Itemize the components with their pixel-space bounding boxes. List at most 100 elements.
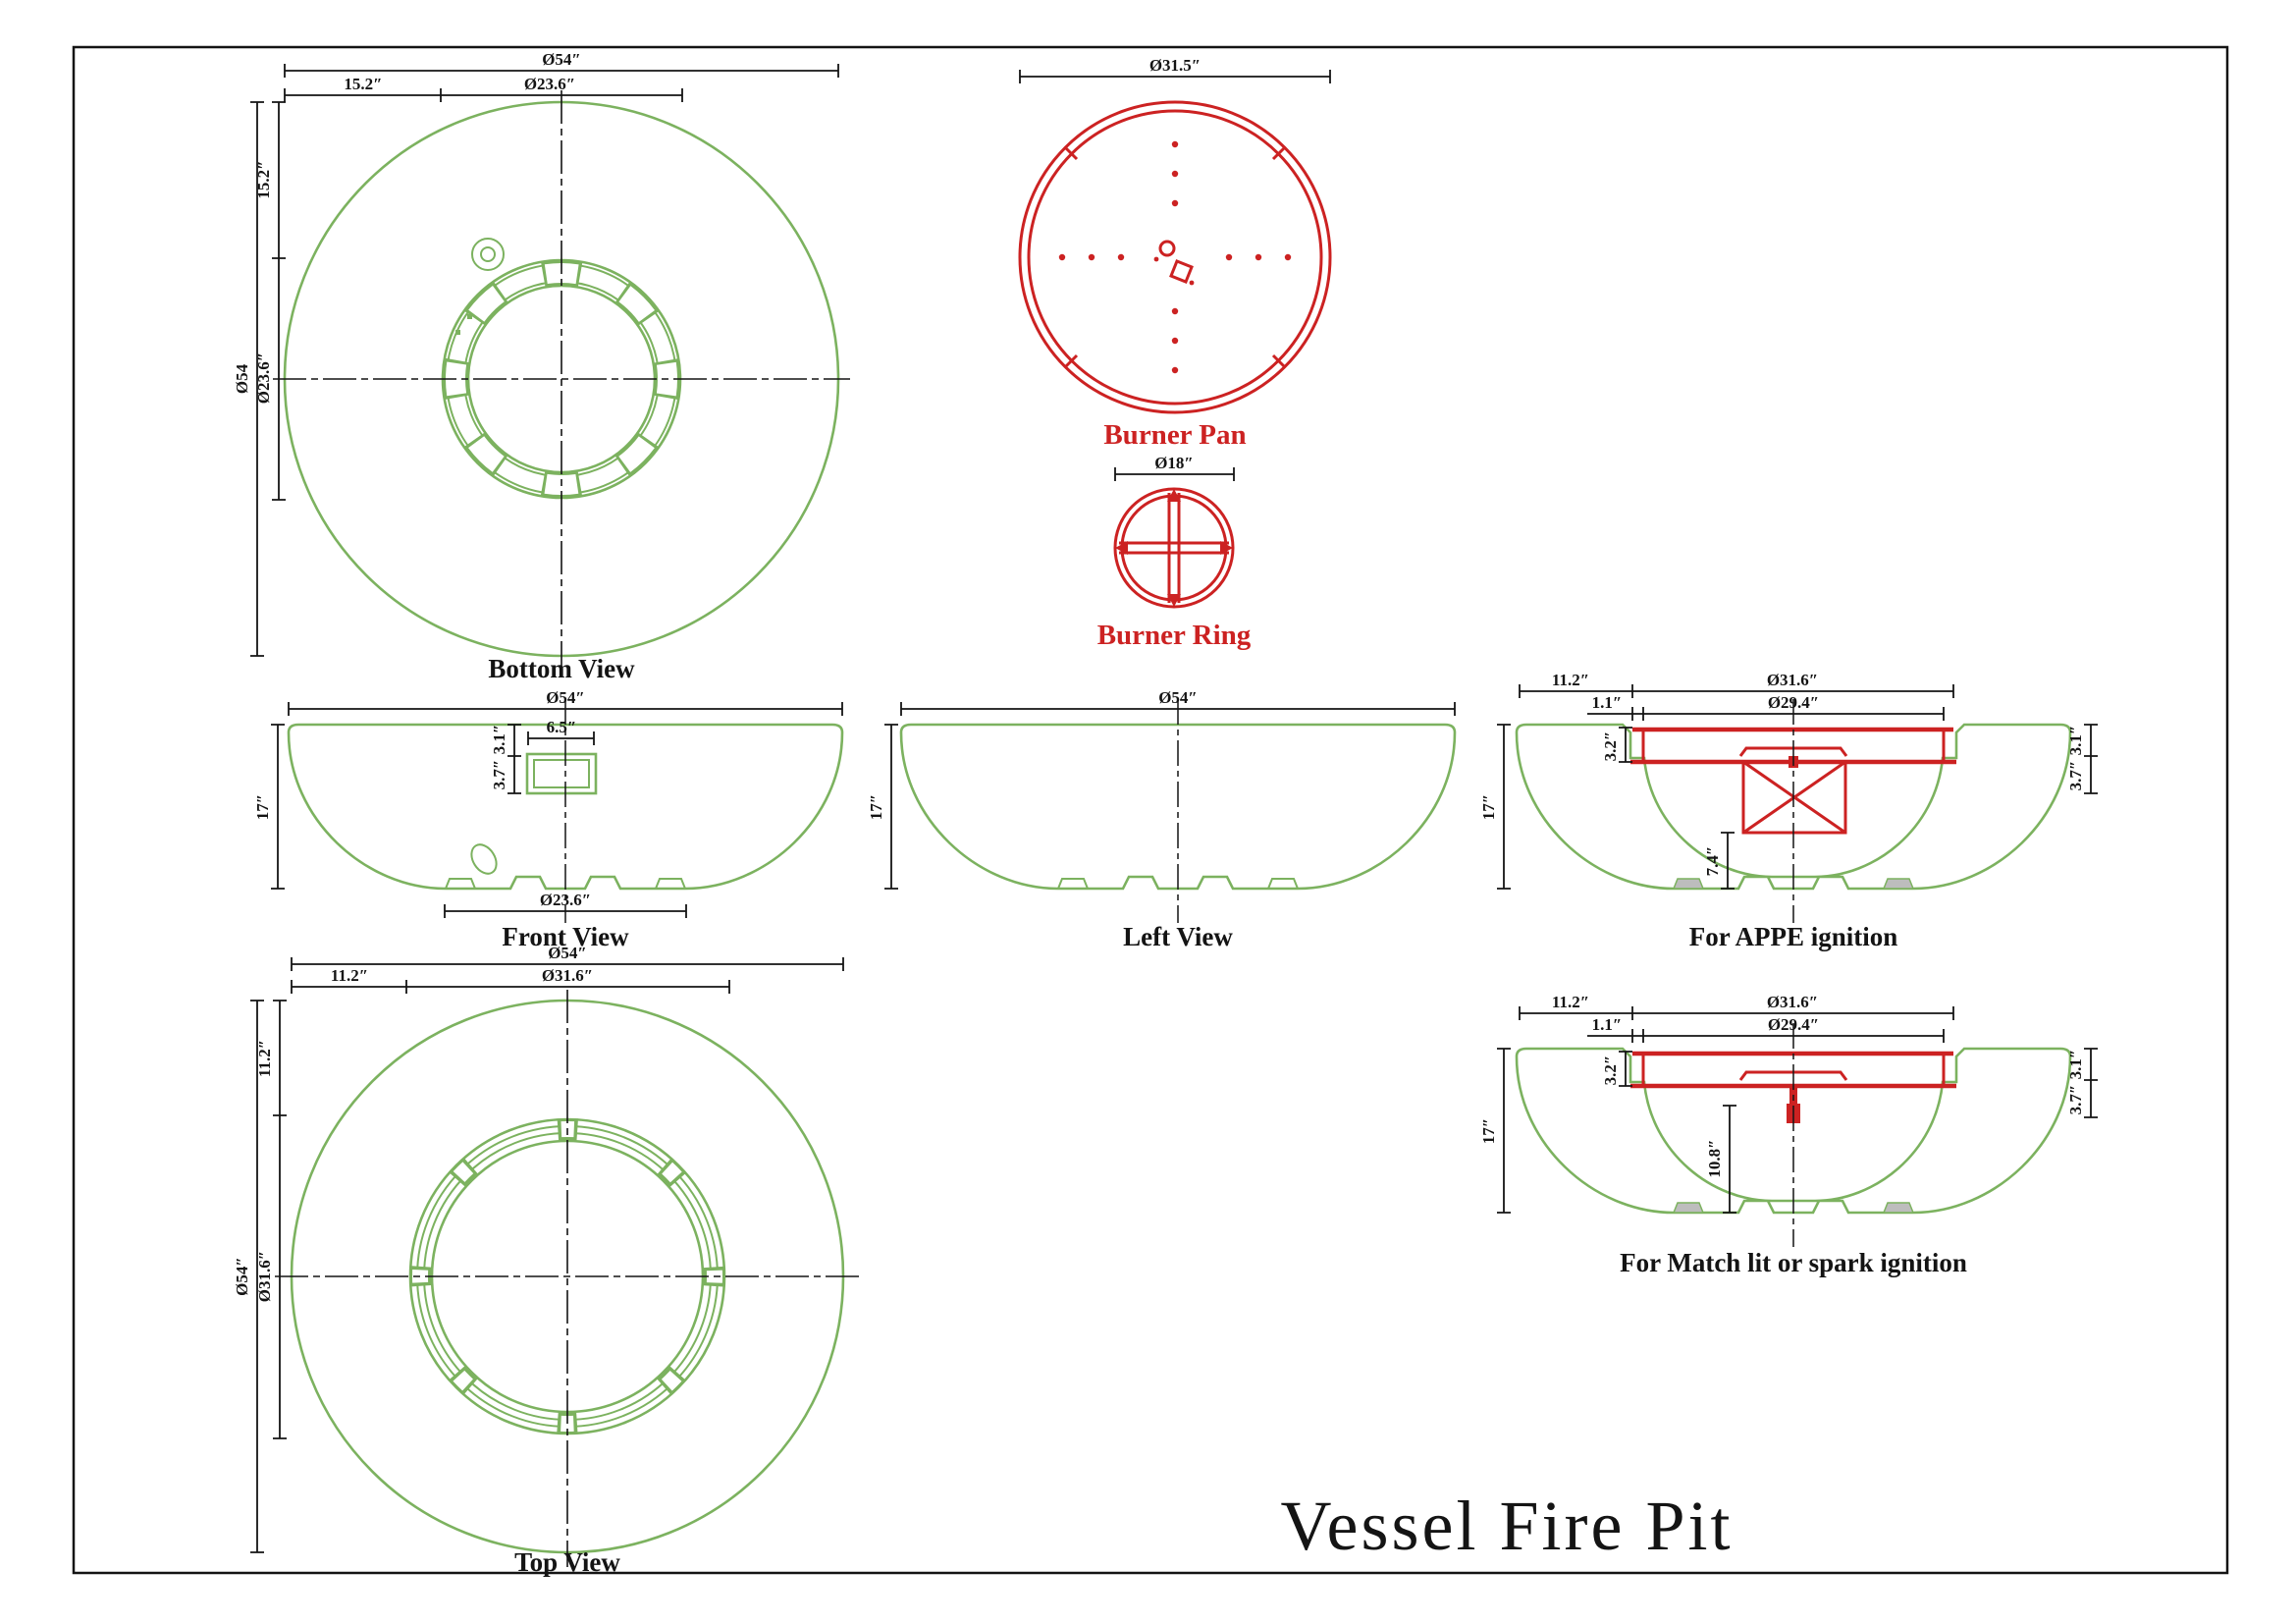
dim-line <box>900 702 1456 716</box>
dim-line <box>1721 832 1735 890</box>
left-bowl-outline <box>899 723 1457 891</box>
view-label: For Match lit or spark ignition <box>1620 1248 1967 1277</box>
dim-line <box>1519 1006 1954 1020</box>
match-feet-pads <box>1672 1202 1915 1214</box>
dim-line <box>2084 724 2098 794</box>
dim-label: 3.1″ <box>490 725 508 755</box>
dim-line <box>271 724 285 890</box>
dim-label: 11.2″ <box>255 1040 274 1077</box>
dim-label: 17″ <box>1479 794 1498 820</box>
burner-ring-cross <box>1119 493 1229 603</box>
dim-label: Ø54″ <box>546 688 585 707</box>
dim-label: Ø54″ <box>1158 688 1198 707</box>
match-pan-walls <box>1641 1054 1946 1084</box>
dim-label: Ø31.6″ <box>1767 993 1818 1011</box>
front-foot-details <box>445 878 686 890</box>
dim-label: 17″ <box>1479 1118 1498 1144</box>
front-view: Ø54″ 6.5″ 3.1″ 3.7″ 17″ Ø23.6″ Front Vie… <box>253 688 844 951</box>
dim-line <box>1619 727 1632 763</box>
dim-line <box>284 64 839 78</box>
dim-line <box>291 957 844 971</box>
dim-label: 15.2″ <box>254 160 273 198</box>
dim-label: Ø54 <box>233 363 251 394</box>
dim-line <box>1497 724 1511 890</box>
dim-label: Ø18″ <box>1154 454 1194 472</box>
dim-label: 3.2″ <box>1601 731 1620 762</box>
dim-label: 3.7″ <box>490 760 508 790</box>
view-label: Burner Ring <box>1097 620 1252 651</box>
dim-label: 3.1″ <box>2066 726 2085 756</box>
pan-burner-holes <box>1058 140 1292 374</box>
dim-label: Ø54″ <box>548 944 587 962</box>
burner-ring-outer <box>1113 487 1235 609</box>
drain-hole <box>471 238 505 271</box>
dim-line <box>507 724 521 794</box>
dim-label: Ø23.6″ <box>540 891 591 909</box>
appe-section-view: 11.2″ Ø31.6″ 1.1″ Ø29.4″ 3.2″ 3.1″ 3.7″ … <box>1479 671 2098 951</box>
appe-feet-pads <box>1672 878 1915 890</box>
dim-label: Ø31.5″ <box>1149 56 1201 75</box>
appe-pan-walls <box>1641 730 1946 760</box>
dim-line <box>1497 1048 1511 1214</box>
dim-label: Ø54″ <box>233 1257 251 1296</box>
dim-line <box>284 88 683 102</box>
dim-label: Ø31.6″ <box>542 966 593 985</box>
drawing-title: Vessel Fire Pit <box>1280 1487 1733 1565</box>
dim-label: Ø54″ <box>542 50 581 69</box>
appe-junction-box-cross <box>1742 760 1846 835</box>
view-label: Top View <box>514 1547 620 1577</box>
dim-line <box>288 702 843 716</box>
view-label: Bottom View <box>488 654 635 683</box>
pan-center-fitting <box>1158 240 1176 257</box>
burner-ring-view: Ø18″ Burner Ring <box>1097 454 1252 651</box>
dim-label: Ø23.6″ <box>254 352 273 404</box>
top-view: Ø54″ 11.2″ Ø31.6″ Ø54″ 11.2″ Ø31.6″ Top … <box>233 944 864 1577</box>
dim-line <box>1587 1029 1945 1043</box>
dim-label: 3.7″ <box>2066 1085 2085 1115</box>
view-label: Front View <box>502 922 629 951</box>
dim-line <box>1619 1051 1632 1087</box>
dim-label: Ø29.4″ <box>1768 1015 1819 1034</box>
pan-center-valve <box>1169 259 1194 284</box>
dim-line <box>272 101 286 501</box>
pan-diagonal-ticks <box>1064 146 1286 368</box>
dim-label: Ø31.6″ <box>255 1251 274 1302</box>
pan-inner-circle <box>1027 109 1323 406</box>
dim-label: 11.2″ <box>1552 993 1589 1011</box>
dim-line <box>250 101 264 657</box>
view-label: Left View <box>1123 922 1233 951</box>
dim-label: Ø31.6″ <box>1767 671 1818 689</box>
dim-line <box>1587 707 1945 721</box>
dim-label: 3.7″ <box>2066 761 2085 791</box>
dim-line <box>527 731 595 745</box>
dim-line <box>250 1000 264 1553</box>
dim-line <box>1114 467 1235 481</box>
dim-label: 3.1″ <box>2066 1050 2085 1080</box>
dim-label: 1.1″ <box>1592 693 1623 712</box>
dim-label: 3.2″ <box>1601 1056 1620 1086</box>
dim-label: 11.2″ <box>331 966 368 985</box>
dim-line <box>1723 1105 1736 1214</box>
dim-line <box>1019 70 1331 83</box>
appe-junction-box <box>1741 760 1847 835</box>
burner-pan-view: Ø31.5″ Burner Pan <box>1018 56 1332 451</box>
view-label: For APPE ignition <box>1689 922 1898 951</box>
dim-line <box>2084 1048 2098 1118</box>
dim-line <box>273 1000 287 1439</box>
dim-line <box>291 980 730 994</box>
dim-label: 17″ <box>253 794 272 820</box>
dim-label: 10.8″ <box>1705 1139 1724 1177</box>
sheet-border <box>72 45 2229 1575</box>
front-vent-hole <box>470 843 498 875</box>
dim-line <box>884 724 898 890</box>
dim-label: 1.1″ <box>1592 1015 1623 1034</box>
front-access-door <box>525 752 598 795</box>
dim-label: Ø23.6″ <box>524 75 575 93</box>
burner-ring-inner <box>1120 494 1228 602</box>
dim-label: 17″ <box>867 794 885 820</box>
match-section-view: 11.2″ Ø31.6″ 1.1″ Ø29.4″ 3.2″ 3.1″ 3.7″ … <box>1479 993 2098 1277</box>
left-view: Ø54″ 17″ Left View <box>867 688 1457 951</box>
pan-outer-circle <box>1018 100 1332 414</box>
